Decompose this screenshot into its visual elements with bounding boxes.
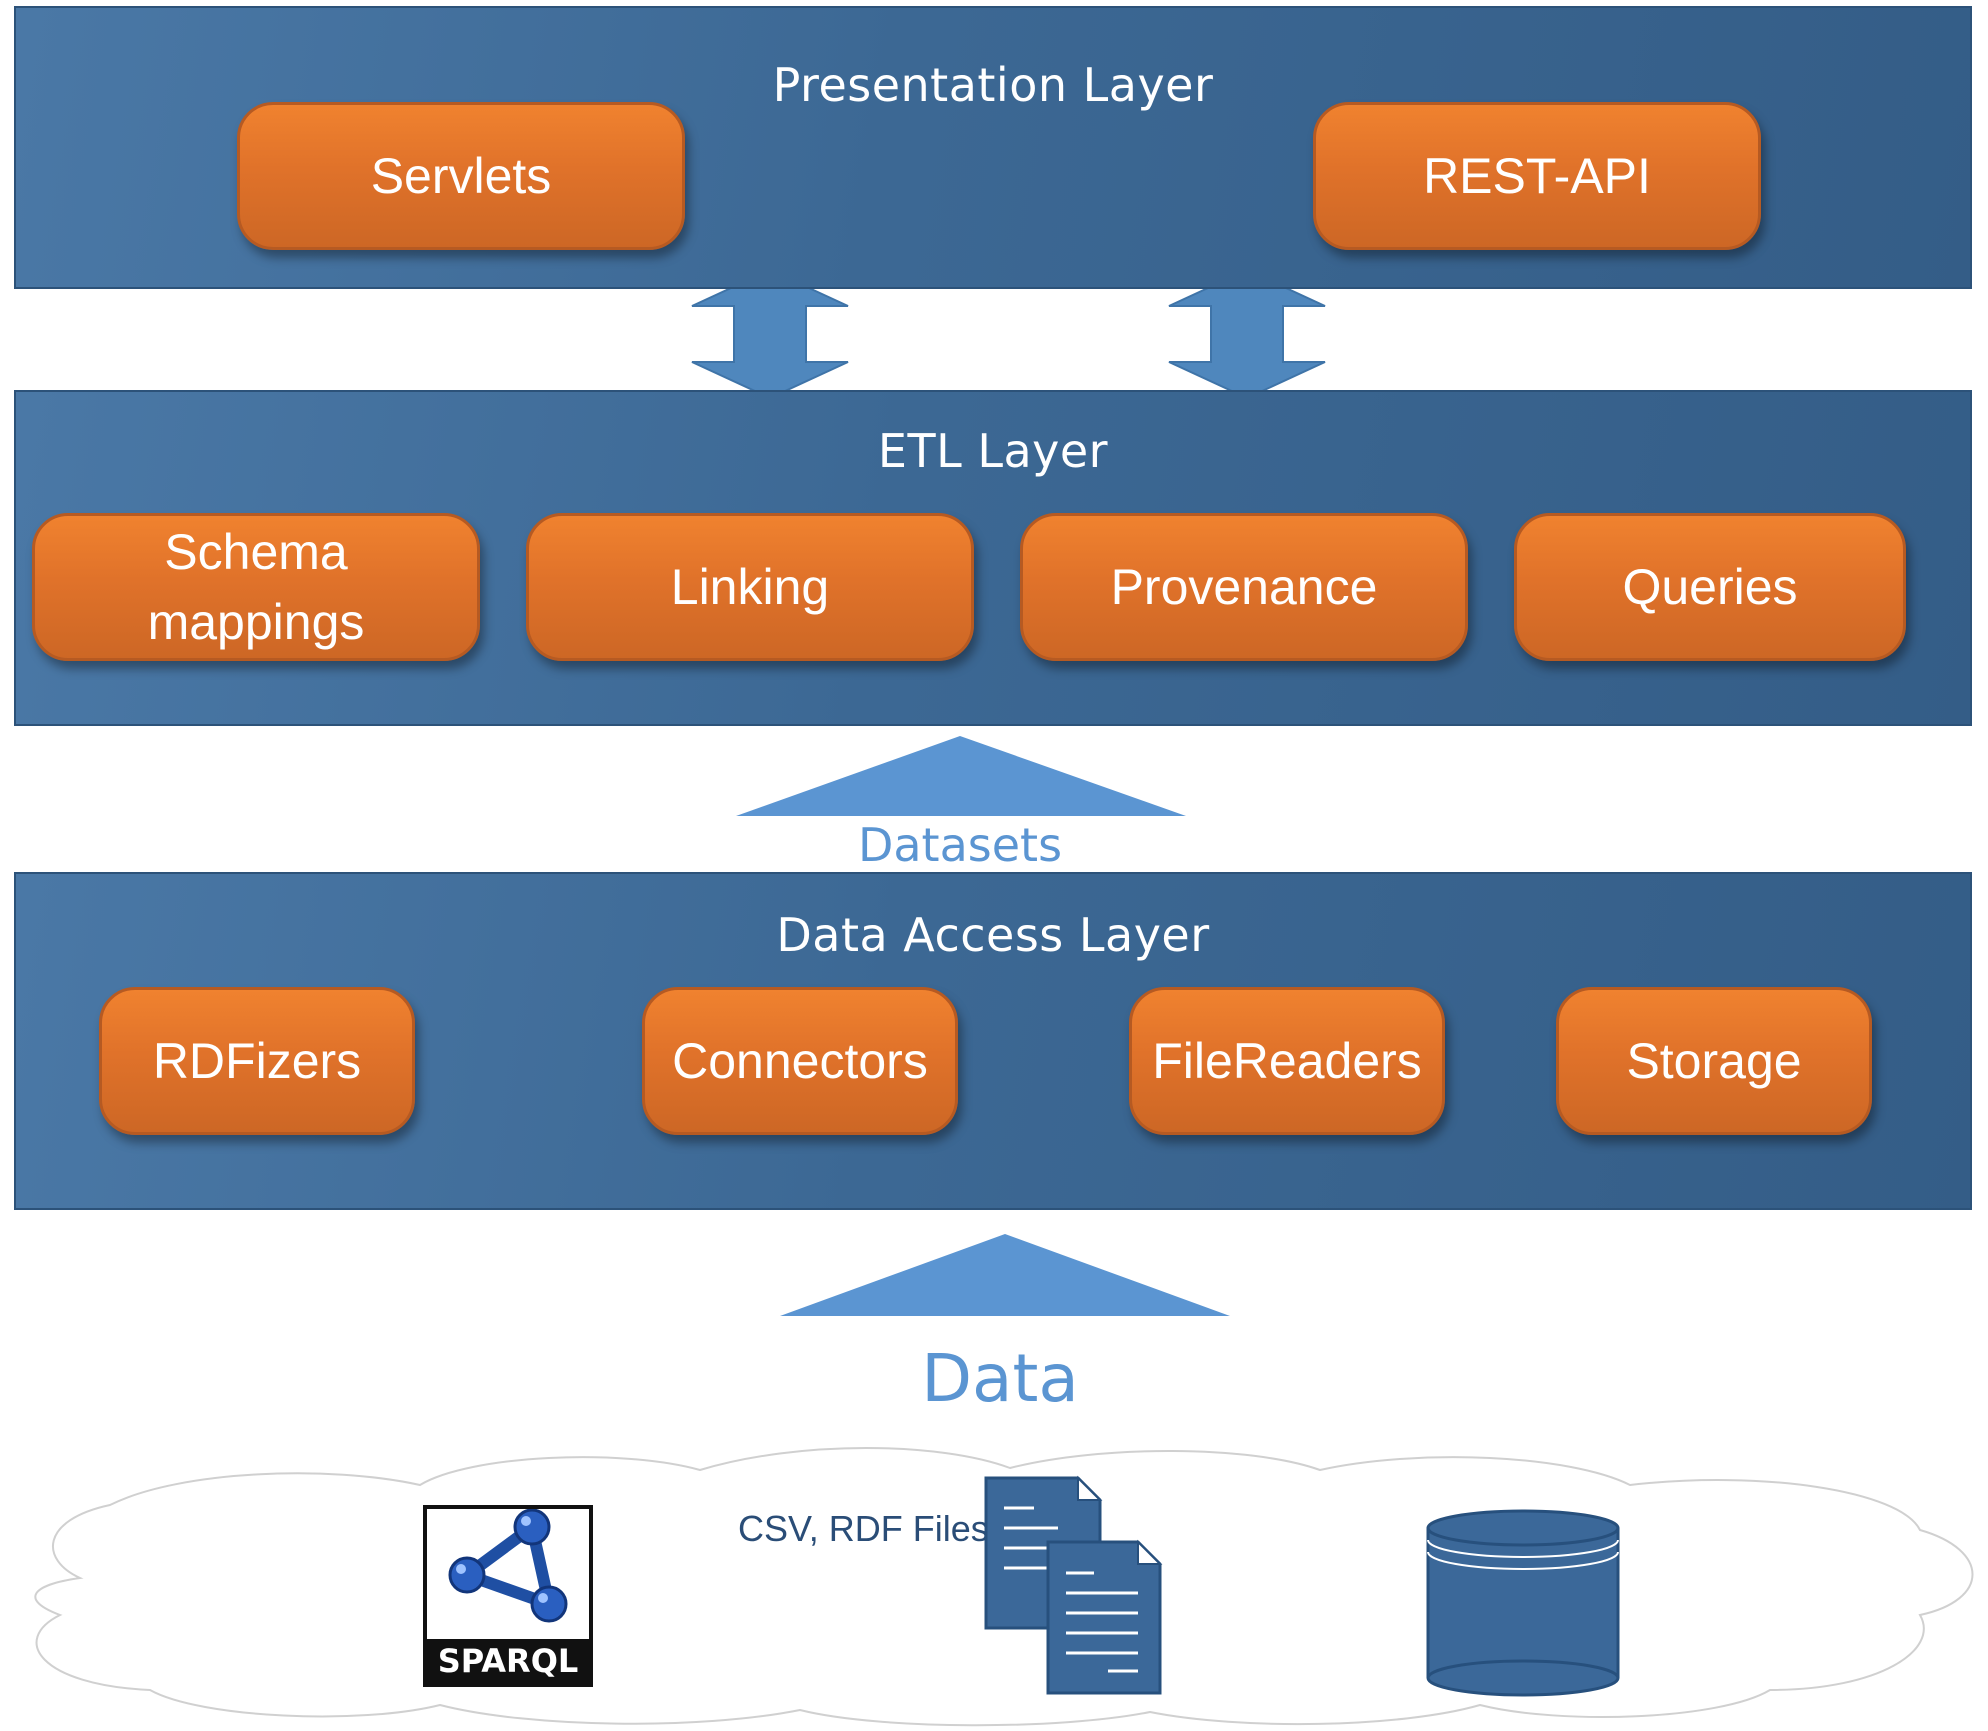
- datasets-label: Datasets: [857, 818, 1063, 872]
- double-arrow-left: [691, 268, 849, 400]
- linking-module[interactable]: Linking: [526, 513, 974, 661]
- sparql-logo-text: SPARQL: [427, 1639, 589, 1683]
- data-label: Data: [921, 1340, 1079, 1417]
- sparql-network-icon: [448, 1509, 568, 1623]
- double-arrow-right: [1168, 268, 1326, 400]
- rest-api-module[interactable]: REST-API: [1313, 102, 1761, 250]
- storage-module[interactable]: Storage: [1556, 987, 1872, 1135]
- data-sources-cloud: [34, 1447, 1974, 1727]
- schema-mappings-module[interactable]: Schema mappings: [32, 513, 480, 661]
- data-arrow: [780, 1234, 1230, 1316]
- servlets-module[interactable]: Servlets: [237, 102, 685, 250]
- files-label: CSV, RDF Files: [738, 1508, 989, 1549]
- presentation-layer-title: Presentation Layer: [772, 58, 1214, 112]
- provenance-module[interactable]: Provenance: [1020, 513, 1468, 661]
- filereaders-module[interactable]: FileReaders: [1129, 987, 1445, 1135]
- connectors-module[interactable]: Connectors: [642, 987, 958, 1135]
- etl-layer-title: ETL Layer: [877, 424, 1109, 478]
- sparql-logo: SPARQL: [423, 1505, 593, 1687]
- rdfizers-module[interactable]: RDFizers: [99, 987, 415, 1135]
- datasets-arrow: [736, 736, 1186, 816]
- queries-module[interactable]: Queries: [1514, 513, 1906, 661]
- data-access-layer-title: Data Access Layer: [776, 908, 1210, 962]
